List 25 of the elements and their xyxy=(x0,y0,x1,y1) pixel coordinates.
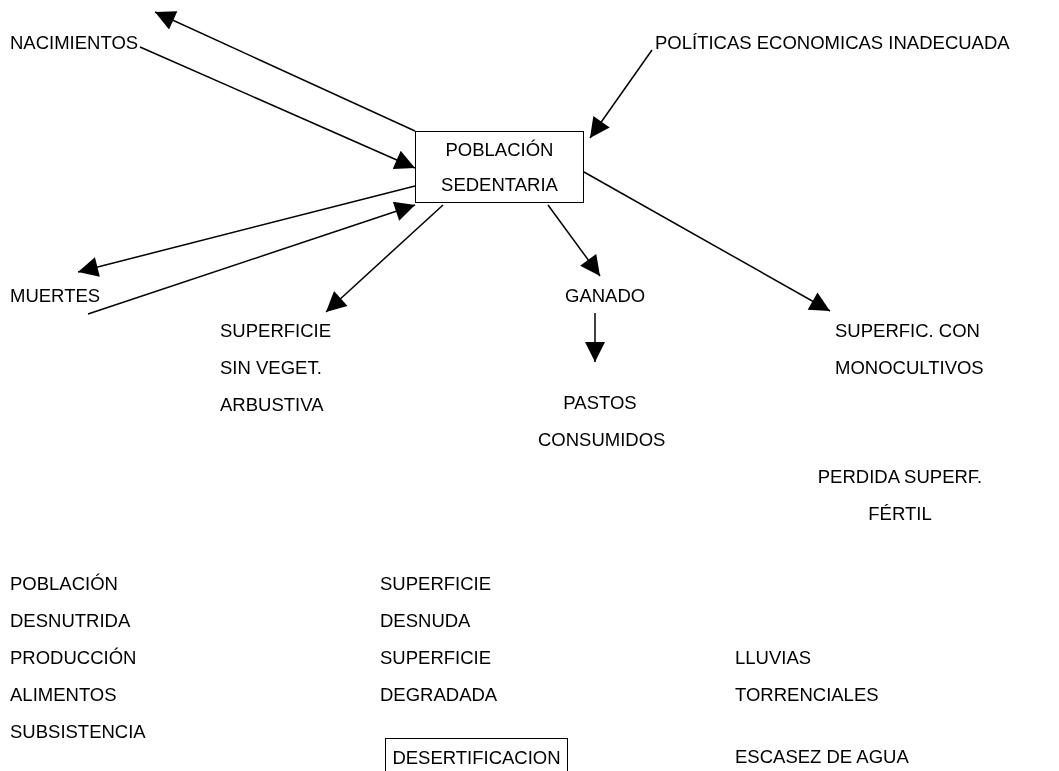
arrow xyxy=(87,201,416,315)
node-label: SUPERFIC. CON MONOCULTIVOS xyxy=(835,312,1005,386)
node-label: GANADO xyxy=(565,277,646,314)
arrow xyxy=(583,171,831,312)
node-label: SUPERFICIE SIN VEGET. ARBUSTIVA xyxy=(220,312,332,423)
arrow xyxy=(154,11,416,132)
node-label: MUERTES xyxy=(10,277,101,314)
arrow xyxy=(139,46,416,170)
text-label: SUPERFICIE DEGRADADA xyxy=(380,646,499,707)
arrow xyxy=(547,204,601,277)
arrow xyxy=(589,49,653,139)
text-label: PERDIDA SUPERF. FÉRTIL xyxy=(816,465,984,526)
node-label: POBLACIÓN SEDENTARIA xyxy=(440,138,559,197)
node-label: POLÍTICAS ECONOMICAS INADECUADA xyxy=(655,24,1010,61)
node-label: NACIMIENTOS xyxy=(10,24,139,61)
node-label: DESERTIFICACION xyxy=(391,746,562,770)
arrow xyxy=(325,204,444,313)
arrow xyxy=(77,185,416,277)
text-label: POBLACIÓN DESNUTRIDA xyxy=(10,572,132,633)
text-label: SUPERFICIE DESNUDA xyxy=(380,572,493,633)
process-box xyxy=(415,131,584,203)
text-label: LLUVIAS TORRENCIALES xyxy=(735,646,880,707)
arrow xyxy=(585,312,605,363)
text-label: ESCASEZ DE AGUA xyxy=(735,745,909,769)
process-box xyxy=(385,738,568,771)
